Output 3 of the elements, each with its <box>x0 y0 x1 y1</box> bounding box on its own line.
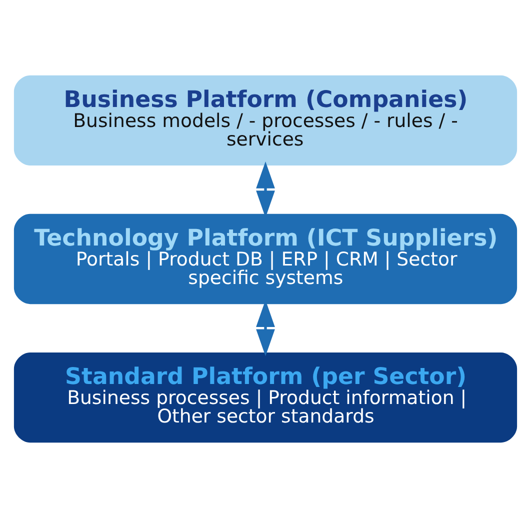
node-box: Technology Platform (ICT Suppliers) Portals | Product DB | ERP | CRM | Sector specific systems <box>14 213 518 304</box>
node-box: Standard Platform (per Sector) Business processes | Product information | Other sector standards <box>14 352 518 442</box>
node-box: Business Platform (Companies) Business models / - processes / - rules / - services <box>14 74 518 165</box>
